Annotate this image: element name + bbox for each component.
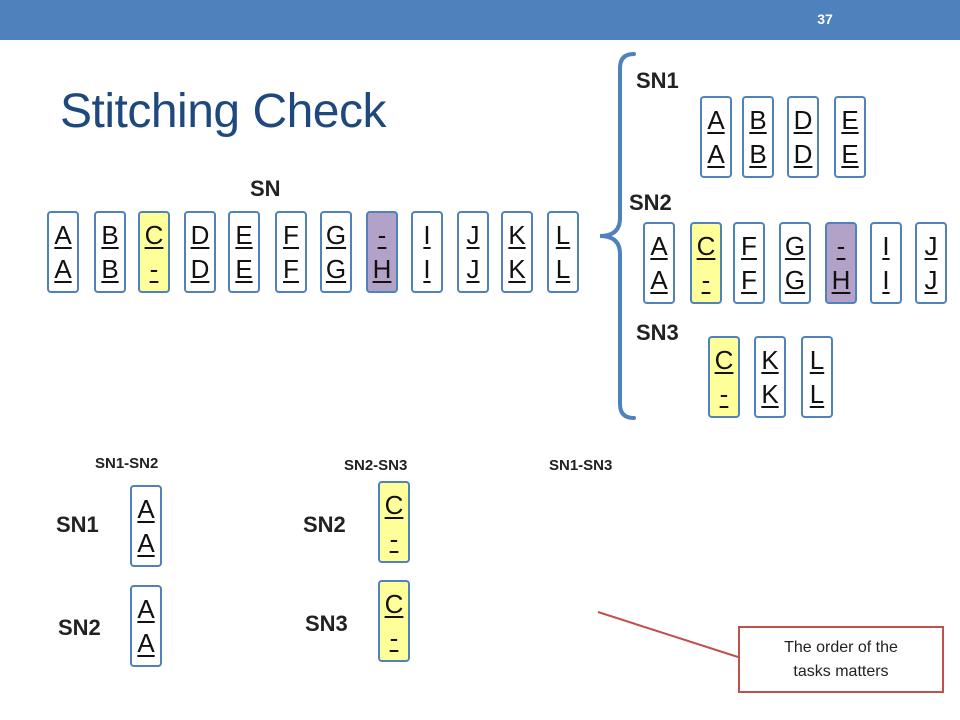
pair-sn1-sn2-row2-label: SN2 — [58, 615, 101, 640]
pair-sn1-sn2-heading: SN1-SN2 — [95, 455, 159, 472]
sn-task-c: C- — [138, 211, 170, 293]
sn2-label: SN2 — [629, 190, 672, 215]
pair-sn2-sn3-heading: SN2-SN3 — [344, 457, 408, 474]
callout-line-2: tasks matters — [793, 662, 889, 680]
slide-title: Stitching Check — [60, 85, 387, 138]
sn3-label: SN3 — [636, 320, 679, 345]
pair-sn2-sn3-task-2: C- — [378, 580, 410, 662]
sn-task-h: -H — [366, 211, 398, 293]
sn2-task-h: -H — [825, 222, 857, 304]
sn-label: SN — [250, 176, 281, 201]
pair-sn1-sn2-row1-label: SN1 — [56, 512, 99, 537]
pair-sn1-sn3-heading: SN1-SN3 — [549, 457, 613, 474]
curly-brace — [599, 52, 636, 420]
pair-sn2-sn3-row1-label: SN2 — [303, 512, 346, 537]
callout-line-1: The order of the — [784, 638, 898, 656]
callout-note: The order of the tasks matters — [738, 626, 944, 693]
sn2-task-c: C- — [690, 222, 722, 304]
sn1-label: SN1 — [636, 68, 679, 93]
pair-sn2-sn3-row2-label: SN3 — [305, 611, 348, 636]
pair-sn2-sn3-task-1: C- — [378, 481, 410, 563]
sn3-task-c: C- — [708, 336, 740, 418]
header-bar: 37 — [0, 0, 960, 40]
page-number: 37 — [817, 11, 833, 27]
